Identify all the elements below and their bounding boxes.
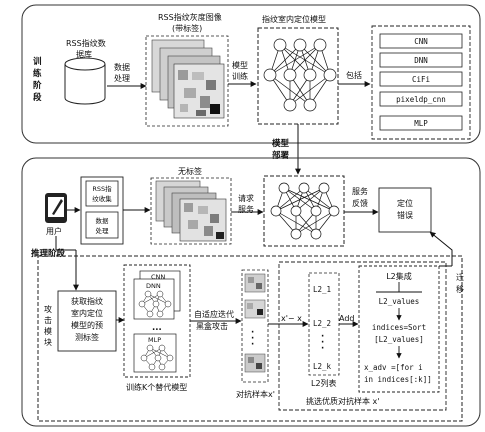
l2-ensemble-title: L2集成 — [386, 271, 412, 281]
l2-item-k: L2_k — [313, 362, 332, 371]
adversarial-ellipsis-2: · — [251, 334, 254, 344]
sub-models-ellipsis: ... — [152, 323, 162, 333]
get-labels-line2: 室内定位 — [71, 308, 103, 318]
neural-network-icon — [263, 38, 337, 112]
image-title-line1: RSS指纹灰度图像 — [158, 12, 222, 22]
phone-icon — [45, 193, 67, 223]
sub-model-mlp: MLP — [148, 336, 161, 344]
model-item-pixeldp-cnn: pixeldp_cnn — [396, 95, 446, 104]
l2-ellipsis-2: · — [321, 338, 324, 348]
unlabeled-fingerprint-images — [155, 180, 227, 242]
get-labels-box — [57, 290, 117, 352]
delta-label: x'− x — [281, 314, 302, 323]
selection-box — [278, 261, 447, 411]
attack-module-box — [37, 255, 463, 422]
preprocess-label-line2: 处理 — [114, 73, 130, 83]
deploy-label-line1: 模型 — [272, 138, 290, 149]
database-title-line1: RSS指纹数 — [66, 38, 106, 48]
training-stage-char-3: 阶 — [33, 80, 42, 91]
get-labels-line4: 测标签 — [75, 332, 99, 342]
train-label-line2: 训练 — [232, 71, 248, 81]
result-label-line2: 错误 — [397, 210, 413, 220]
adversarial-samples-box — [241, 269, 269, 383]
deployed-neural-network-icon — [270, 182, 340, 240]
adv-line1: x_adv =[for i — [364, 363, 423, 372]
preprocess-label-line1: 数据 — [114, 62, 130, 72]
model-item-cnn: CNN — [414, 37, 428, 46]
labeled-fingerprint-images — [151, 39, 225, 119]
svg-text:击: 击 — [44, 315, 52, 325]
adversarial-sample-images — [244, 273, 266, 373]
request-label-line1: 请求 — [238, 193, 254, 203]
sub-model-mlp-icon — [140, 344, 174, 371]
svg-text:块: 块 — [44, 337, 52, 347]
l2-item-1: L2_1 — [313, 285, 331, 294]
get-labels-line1: 获取指纹 — [71, 296, 103, 306]
deploy-label-line2: 部署 — [272, 150, 290, 161]
l2-ellipsis-3: · — [321, 344, 324, 354]
user-label: 用户 — [46, 226, 62, 236]
l2-item-2: L2_2 — [313, 319, 331, 328]
model-list-box — [371, 25, 471, 140]
adaptive-attack-line2: 黑盒攻击 — [196, 321, 228, 331]
selection-caption: 挑选优质对抗样本 x' — [306, 396, 379, 406]
training-panel — [21, 4, 481, 144]
sub-model-dnn-icon — [138, 290, 172, 318]
result-box — [378, 187, 432, 233]
sub-model-cnn: CNN — [151, 273, 165, 281]
transfer-label-line1: 迁 — [456, 272, 464, 282]
sub-model-dnn: DNN — [146, 282, 161, 290]
inference-stage-label: 推理阶段 — [31, 248, 66, 259]
svg-text:攻: 攻 — [44, 304, 52, 314]
request-label-line2: 服务 — [238, 204, 254, 214]
attack-module-label: 攻 击 模 块 — [44, 304, 52, 347]
l2-list-caption: L2列表 — [311, 378, 337, 388]
transfer-label-line2: 移 — [456, 284, 464, 294]
l2-values-label: L2_values — [379, 297, 420, 306]
adaptive-attack-line1: 自适应迭代 — [194, 309, 234, 319]
svg-text:模: 模 — [44, 326, 52, 336]
substitute-models-caption: 训练K个替代模型 — [126, 382, 187, 392]
feedback-label-line1: 服务 — [352, 186, 368, 196]
add-label: Add — [339, 314, 355, 323]
database-cylinder-icon — [64, 57, 106, 105]
training-stage-char-1: 训 — [33, 56, 42, 67]
adversarial-samples-caption: 对抗样本x' — [236, 389, 275, 399]
process-label-line2: 处理 — [96, 226, 110, 235]
image-title-line2: (带标签) — [172, 23, 202, 33]
feedback-label-line2: 反馈 — [352, 198, 368, 208]
model-item-dnn: DNN — [414, 56, 428, 65]
training-stage-char-2: 练 — [33, 68, 42, 79]
model-item-cifi: CiFi — [412, 75, 430, 84]
deployed-model-box — [263, 175, 345, 247]
get-labels-line3: 模型的预 — [71, 320, 103, 330]
adv-line2: in indices[:k]] — [364, 375, 432, 384]
sort-line1: indices=Sort — [372, 323, 426, 332]
labeled-image-stack-box — [145, 35, 229, 127]
l2-ellipsis-1: · — [321, 332, 324, 342]
process-label-line1: 数据 — [96, 216, 110, 225]
inference-panel — [21, 157, 481, 427]
model-title: 指纹室内定位模型 — [262, 14, 326, 24]
adversarial-ellipsis-1: · — [251, 328, 254, 338]
model-item-mlp: MLP — [414, 119, 428, 128]
training-stage-char-4: 段 — [33, 92, 42, 103]
collect-label-line1: RSS指 — [92, 184, 112, 193]
adversarial-ellipsis-3: · — [251, 340, 254, 350]
train-label-line1: 模型 — [232, 60, 248, 70]
unlabeled-image-stack-box — [150, 177, 232, 245]
result-label-line1: 定位 — [397, 198, 413, 208]
collect-label-line2: 纹收集 — [92, 194, 112, 203]
database-title-line2: 据库 — [76, 49, 92, 59]
includes-label: 包括 — [346, 70, 362, 80]
sort-line2: [L2_values] — [374, 335, 424, 344]
unlabeled-title: 无标签 — [178, 166, 202, 176]
